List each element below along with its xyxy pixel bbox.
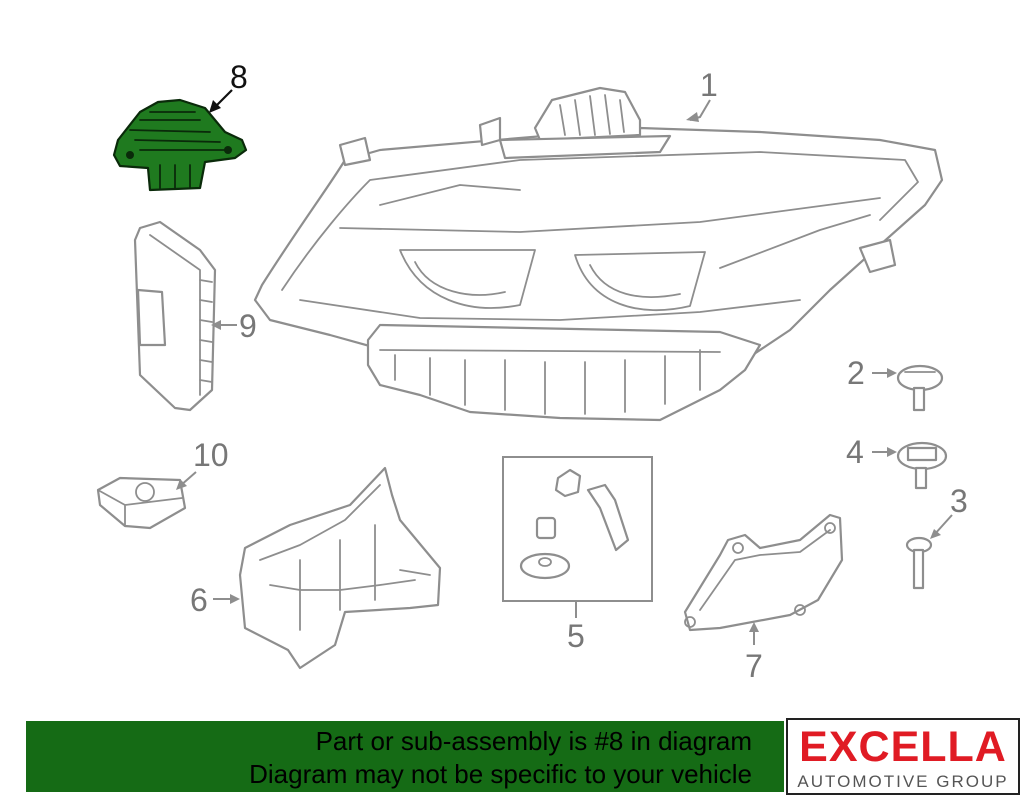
part-2-screw[interactable]: [896, 364, 944, 412]
callout-3: 3: [930, 483, 968, 539]
info-banner: Part or sub-assembly is #8 in diagram Di…: [26, 721, 784, 792]
callout-4: 4: [846, 434, 897, 470]
part-7-lower-bracket[interactable]: [683, 513, 844, 632]
callout-10: 10: [176, 437, 229, 490]
part-3-bolt[interactable]: [905, 536, 933, 590]
label-3: 3: [950, 483, 968, 519]
part-4-flange-bolt[interactable]: [896, 441, 948, 490]
callout-6: 6: [190, 582, 240, 618]
banner-line-2: Diagram may not be specific to your vehi…: [249, 759, 752, 789]
part-9-ballast-module[interactable]: [133, 220, 217, 412]
parts-diagram: 1 8 9 10: [96, 59, 968, 684]
callout-9: 9: [211, 308, 257, 344]
label-8: 8: [230, 59, 248, 95]
brand-tagline: AUTOMOTIVE GROUP: [797, 772, 1009, 791]
label-5: 5: [567, 618, 585, 654]
label-10: 10: [193, 437, 229, 473]
banner-line-1: Part or sub-assembly is #8 in diagram: [315, 726, 752, 756]
callout-5: 5: [567, 602, 585, 654]
part-1-headlight-assembly[interactable]: [253, 86, 944, 422]
part-6-mounting-bracket[interactable]: [238, 466, 442, 670]
callout-7: 7: [745, 622, 763, 684]
part-8-control-module[interactable]: [112, 98, 248, 192]
callout-1: 1: [686, 67, 718, 122]
brand-name: EXCELLA: [799, 723, 1007, 771]
part-10-fan-module[interactable]: [96, 476, 187, 530]
part-5-hardware-kit[interactable]: [502, 456, 653, 602]
brand-logo: EXCELLA AUTOMOTIVE GROUP: [786, 718, 1020, 795]
label-9: 9: [239, 308, 257, 344]
label-2: 2: [847, 355, 865, 391]
label-6: 6: [190, 582, 208, 618]
label-7: 7: [745, 648, 763, 684]
callout-8: 8: [209, 59, 248, 113]
label-1: 1: [700, 67, 718, 103]
callout-2: 2: [847, 355, 897, 391]
label-4: 4: [846, 434, 864, 470]
